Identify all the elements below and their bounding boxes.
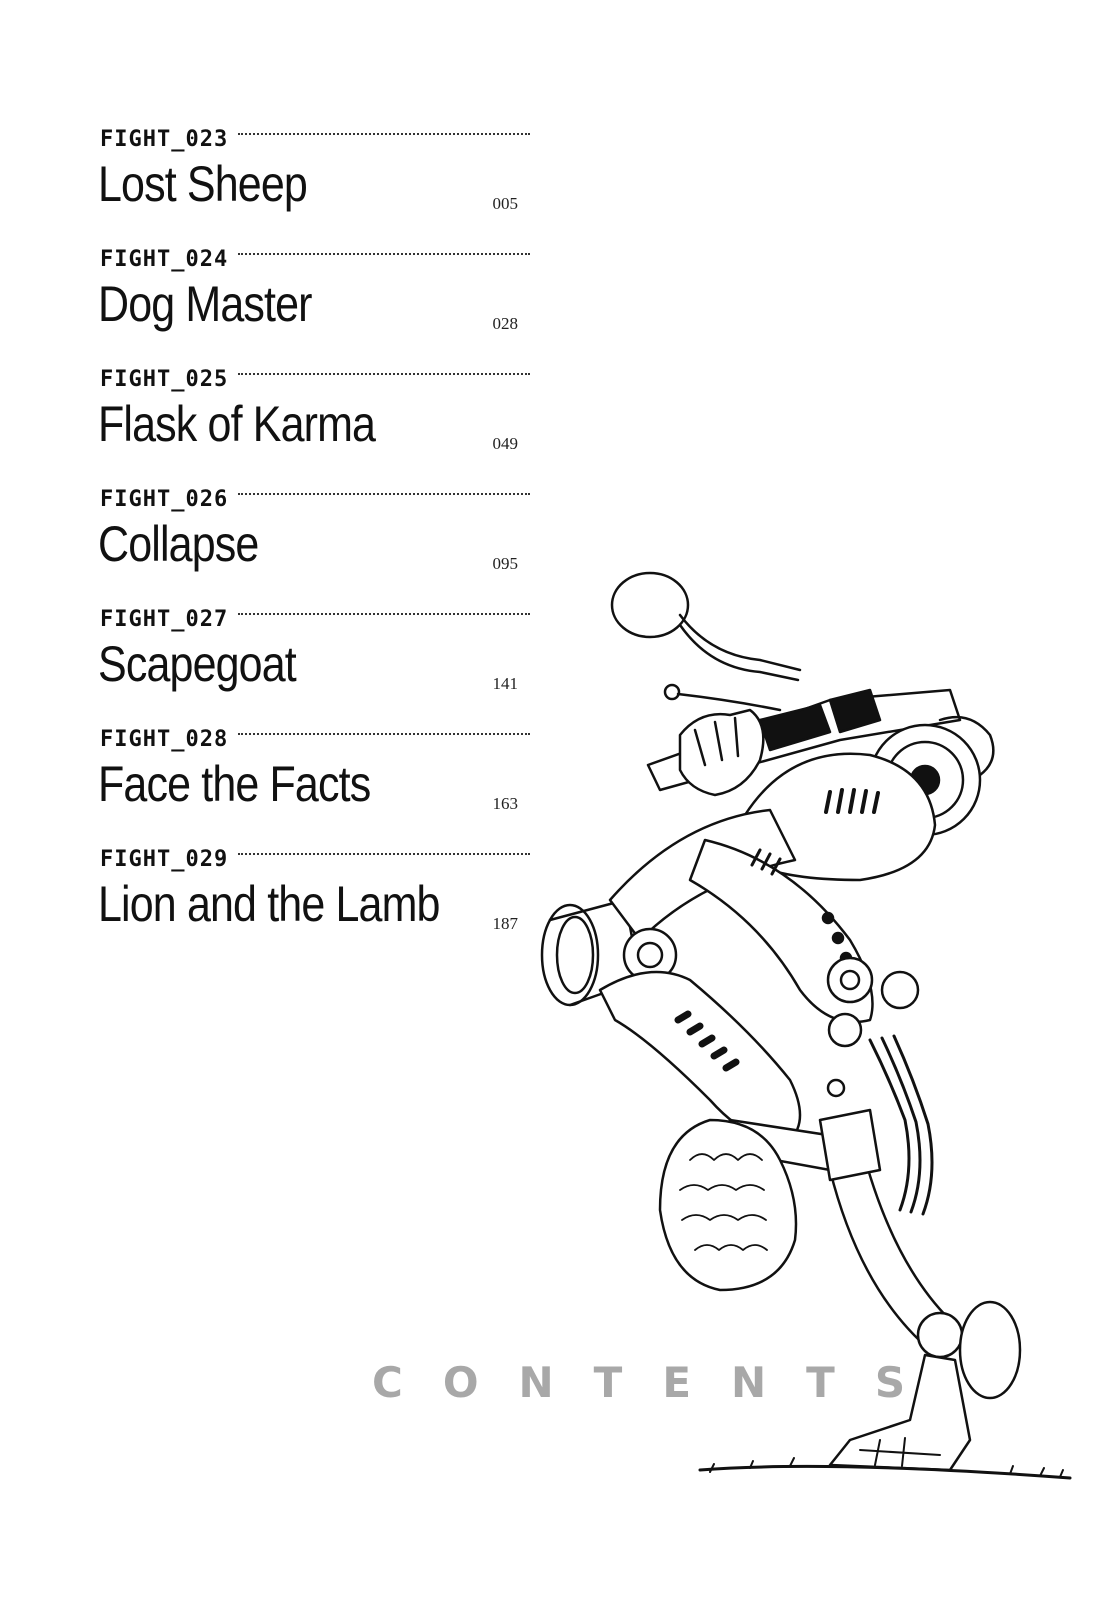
fight-row: FIGHT_025: [100, 362, 530, 392]
chapter-title: Face the Facts: [98, 756, 371, 812]
page-number: 095: [492, 554, 519, 573]
toc-entry-024[interactable]: FIGHT_024 Dog Master 028: [98, 242, 530, 362]
fight-label: FIGHT_027: [100, 607, 229, 632]
fight-label: FIGHT_024: [100, 247, 229, 272]
fight-row: FIGHT_026: [100, 482, 530, 512]
fight-label: FIGHT_023: [100, 127, 229, 152]
dotted-leader: [238, 613, 530, 615]
contents-heading: CONTENTS: [372, 1358, 946, 1407]
page-number: 141: [492, 674, 519, 693]
fight-label: FIGHT_025: [100, 367, 229, 392]
toc-entry-027[interactable]: FIGHT_027 Scapegoat 141: [98, 602, 530, 722]
dotted-leader: [238, 733, 530, 735]
chapter-title: Dog Master: [98, 276, 313, 332]
toc-entry-023[interactable]: FIGHT_023 Lost Sheep 005: [98, 122, 530, 242]
chapter-title: Lost Sheep: [98, 156, 308, 212]
dotted-leader: [238, 253, 530, 255]
dotted-leader: [238, 493, 530, 495]
page-number: 005: [492, 194, 519, 213]
fight-row: FIGHT_028: [100, 722, 530, 752]
fight-label: FIGHT_029: [100, 847, 229, 872]
dotted-leader: [238, 853, 530, 855]
toc-entry-029[interactable]: FIGHT_029 Lion and the Lamb 187: [98, 842, 530, 962]
page-number: 028: [492, 314, 519, 333]
page-number: 049: [492, 434, 519, 453]
toc-entry-028[interactable]: FIGHT_028 Face the Facts 163: [98, 722, 530, 842]
dotted-leader: [238, 133, 530, 135]
page-number: 187: [492, 914, 519, 933]
table-of-contents: FIGHT_023 Lost Sheep 005 FIGHT_024 Dog M…: [98, 122, 530, 962]
chapter-title: Scapegoat: [98, 636, 297, 692]
fight-row: FIGHT_027: [100, 602, 530, 632]
chapter-title: Flask of Karma: [98, 396, 376, 452]
fight-row: FIGHT_029: [100, 842, 530, 872]
toc-entry-025[interactable]: FIGHT_025 Flask of Karma 049: [98, 362, 530, 482]
fight-row: FIGHT_023: [100, 122, 530, 152]
dotted-leader: [238, 373, 530, 375]
chapter-title: Collapse: [98, 516, 259, 572]
fight-label: FIGHT_026: [100, 487, 229, 512]
fight-row: FIGHT_024: [100, 242, 530, 272]
fight-label: FIGHT_028: [100, 727, 229, 752]
page-number: 163: [492, 794, 519, 813]
robot-figure-icon: [540, 571, 1072, 1480]
toc-entry-026[interactable]: FIGHT_026 Collapse 095: [98, 482, 530, 602]
chapter-title: Lion and the Lamb: [98, 876, 440, 932]
